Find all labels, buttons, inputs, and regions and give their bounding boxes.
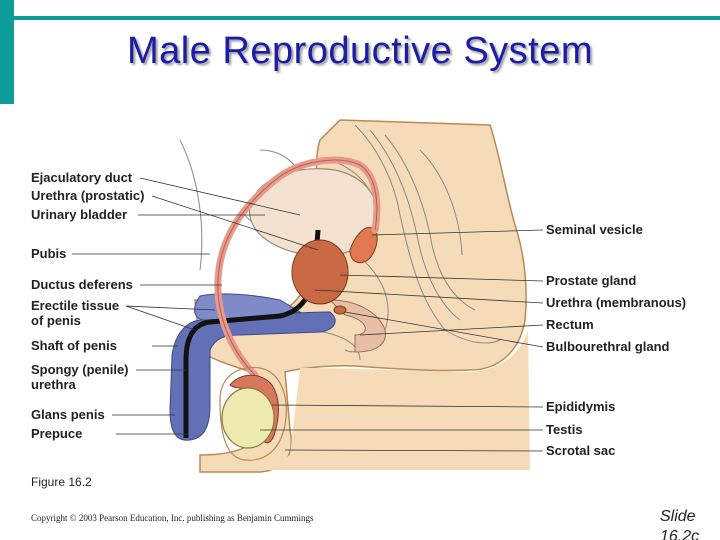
label-bulbourethral-gland: Bulbourethral gland: [546, 339, 670, 354]
label-prostate-gland: Prostate gland: [546, 273, 636, 288]
lower-body-skin: [205, 330, 530, 470]
leader-lines: [72, 177, 544, 452]
label-prepuce: Prepuce: [31, 426, 82, 441]
label-urethra-membranous: Urethra (membranous): [546, 295, 686, 310]
label-erectile-tissue: Erectile tissue: [31, 298, 119, 313]
slide-title: Male Reproductive System: [126, 30, 594, 72]
label-pubis: Pubis: [31, 246, 66, 261]
copyright-notice: Copyright © 2003 Pearson Education, Inc.…: [31, 513, 314, 523]
figure-caption: Figure 16.2: [31, 475, 92, 489]
label-urethra-prostatic: Urethra (prostatic): [31, 188, 144, 203]
label-seminal-vesicle: Seminal vesicle: [546, 222, 643, 237]
bulbourethral-gland: [333, 305, 347, 315]
scrotal-sac: [219, 366, 287, 461]
label-shaft-of-penis: Shaft of penis: [31, 338, 117, 353]
label-urethra: urethra: [31, 377, 77, 392]
label-ejaculatory-duct: Ejaculatory duct: [31, 170, 133, 185]
prostate-gland: [291, 239, 349, 305]
label-rectum: Rectum: [546, 317, 594, 332]
label-epididymis: Epididymis: [546, 399, 615, 414]
testis: [221, 387, 275, 449]
slide-number: Slide 16.2c: [660, 508, 700, 540]
label-of-penis: of penis: [31, 313, 81, 328]
accent-bar-horizontal: [14, 16, 720, 20]
accent-bar-vertical: [0, 0, 14, 104]
label-urinary-bladder: Urinary bladder: [31, 207, 127, 222]
left-labels: Ejaculatory duct Urethra (prostatic) Uri…: [31, 170, 144, 441]
ductus-deferens-outline: [217, 159, 378, 376]
label-ductus-deferens: Ductus deferens: [31, 277, 133, 292]
label-glans-penis: Glans penis: [31, 407, 105, 422]
label-testis: Testis: [546, 422, 583, 437]
right-labels: Seminal vesicle Prostate gland Urethra (…: [546, 222, 686, 458]
label-spongy-penile: Spongy (penile): [31, 362, 129, 377]
seminal-vesicle: [349, 226, 378, 264]
label-scrotal-sac: Scrotal sac: [546, 443, 615, 458]
